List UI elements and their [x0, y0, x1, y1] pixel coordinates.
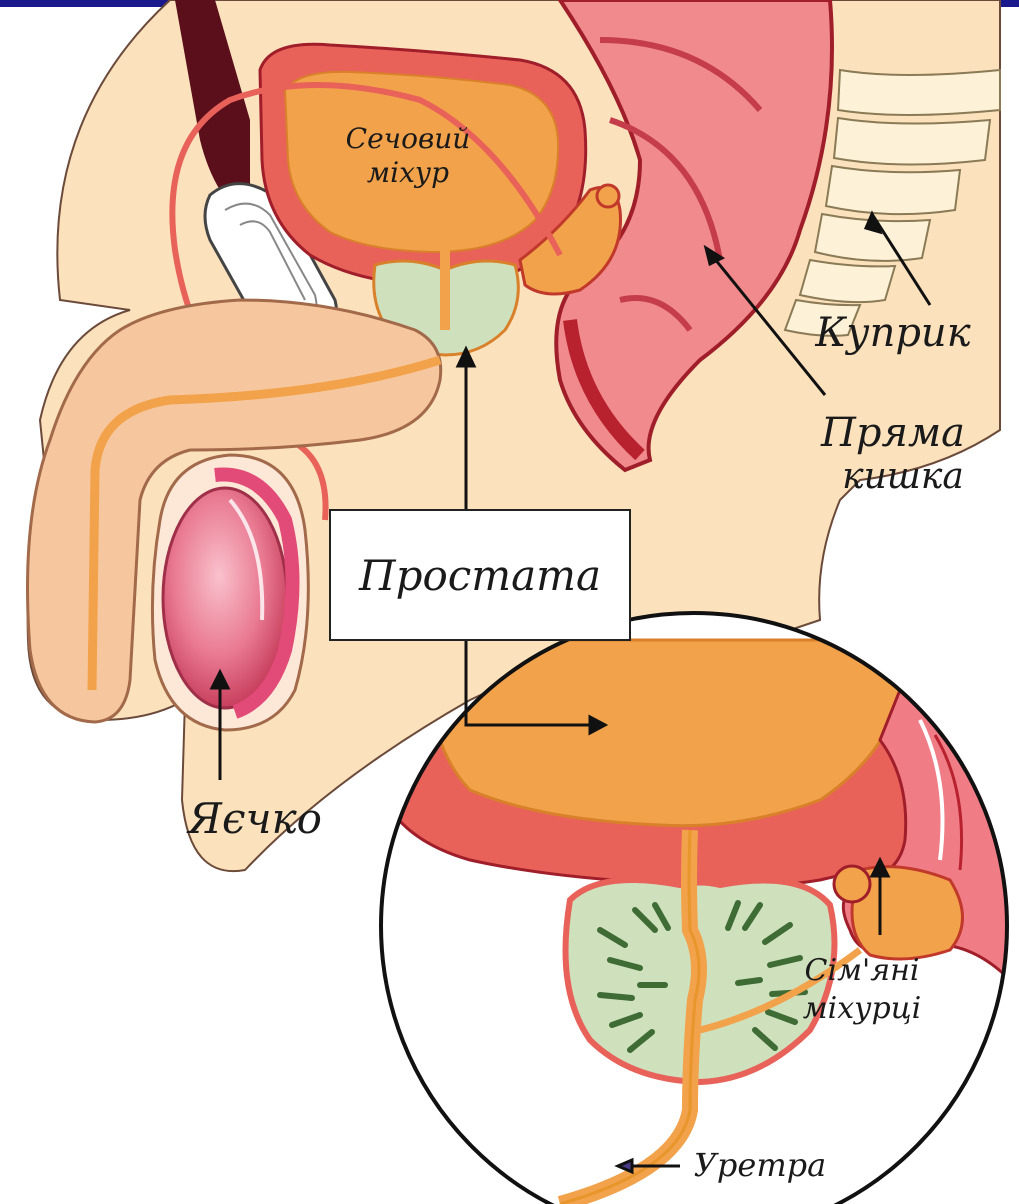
bladder-label-line1: Сечовий	[346, 122, 471, 155]
rectum-label-line2: кишка	[842, 456, 964, 497]
seminal-label-line1: Сім'яні	[805, 953, 920, 988]
prostate-label: Простата	[358, 551, 601, 600]
rectum-label-line1: Пряма	[820, 410, 965, 456]
testicle	[152, 455, 308, 730]
seminal-label-line2: міхурці	[803, 991, 922, 1026]
zoom-circle	[380, 613, 1010, 1204]
testicle-label: Яєчко	[186, 794, 322, 843]
bladder-label-line2: міхур	[367, 156, 449, 189]
coccyx-label: Куприк	[814, 310, 970, 356]
urethra-label: Уретра	[694, 1146, 826, 1184]
